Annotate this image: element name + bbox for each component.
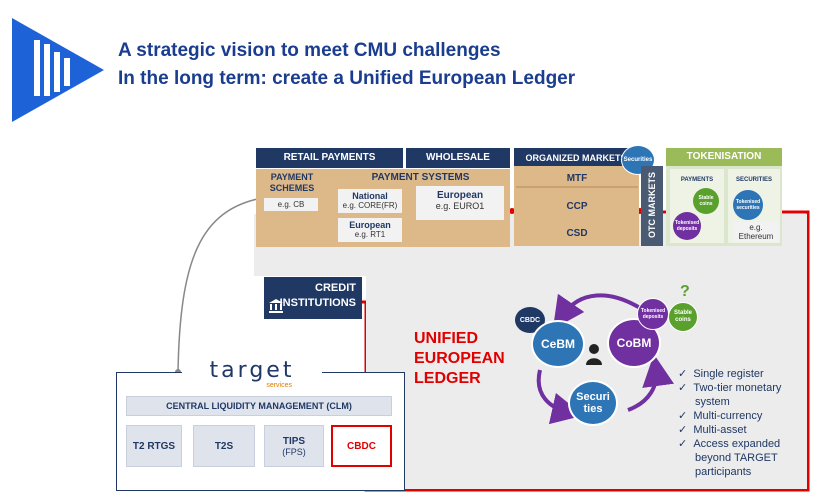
target-services-text: services	[266, 382, 292, 389]
organized-markets-header: ORGANIZED MARKETS	[514, 148, 638, 168]
check-item-cont: participants	[695, 466, 752, 478]
t2s-box: T2S	[193, 425, 255, 467]
cycle-securities-line-2: ties	[583, 403, 603, 415]
feature-checklist: ✓ Single register ✓ Two-tier monetary sy…	[678, 367, 781, 479]
tips-sub: (FPS)	[282, 446, 306, 457]
otc-markets-bar: OTC MARKETS	[641, 166, 663, 246]
cycle-securities: Securi ties	[568, 380, 618, 426]
national-box: National e.g. CORE(FR)	[338, 189, 402, 213]
payment-systems-label: PAYMENT SYSTEMS	[371, 172, 470, 183]
european-euro1-label: European	[436, 190, 484, 201]
mtf-box: MTF	[516, 169, 638, 188]
payment-schemes-eg: e.g. CB	[264, 198, 318, 211]
credit-line-2: INSTITUTIONS	[279, 297, 356, 309]
check-item-cont: beyond TARGET	[695, 452, 778, 464]
otc-markets-label: OTC MARKETS	[647, 172, 657, 238]
csd-box: CSD	[516, 224, 638, 243]
check-item: ✓ Two-tier monetary	[678, 382, 782, 394]
check-item: ✓ Multi-asset	[678, 424, 747, 436]
cycle-tokenised-deposits: Tokenised deposits	[637, 298, 669, 330]
cycle-cobm: CoBM	[607, 318, 661, 368]
cycle-cebm: CeBM	[531, 320, 585, 368]
target-logo-text: target	[209, 358, 295, 383]
title-line-1: A strategic vision to meet CMU challenge…	[118, 40, 501, 61]
check-item: ✓ Access expanded	[678, 438, 781, 450]
cycle-stable-coins: Stable coins	[668, 302, 698, 332]
tok-securities-label: SECURITIES	[735, 177, 772, 183]
clm-bar: CENTRAL LIQUIDITY MANAGEMENT (CLM)	[126, 396, 392, 416]
ledger-line-2: EUROPEAN	[414, 350, 505, 367]
ethereum-eg: e.g.	[749, 223, 763, 232]
european-euro1-eg: e.g. EURO1	[435, 201, 485, 211]
european-rt1-box: European e.g. RT1	[338, 218, 402, 242]
european-euro1-box: European e.g. EURO1	[416, 186, 504, 220]
t2-rtgs-box: T2 RTGS	[126, 425, 182, 467]
check-item: ✓ Single register	[678, 368, 764, 380]
bank-icon	[269, 299, 283, 313]
tokenisation-header: TOKENISATION	[666, 148, 782, 168]
check-item: ✓ Multi-currency	[678, 410, 763, 422]
european-rt1-eg: e.g. RT1	[354, 230, 386, 239]
wholesale-header: WHOLESALE	[406, 148, 510, 168]
check-item-cont: system	[695, 396, 730, 408]
tips-box: TIPS (FPS)	[264, 425, 324, 467]
tok-payments-label: PAYMENTS	[680, 177, 714, 183]
european-rt1-label: European	[349, 220, 391, 230]
retail-payments-header: RETAIL PAYMENTS	[256, 148, 403, 168]
stable-coins-circle: Stable coins	[693, 188, 719, 214]
person-icon	[586, 344, 602, 365]
unified-ledger-label: UNIFIED EUROPEAN LEDGER	[414, 329, 505, 389]
ccp-box: CCP	[516, 197, 638, 216]
ethereum-box: e.g. Ethereum	[733, 222, 779, 242]
question-mark: ?	[680, 283, 690, 300]
title-line-2: In the long term: create a Unified Europ…	[118, 68, 576, 89]
national-eg: e.g. CORE(FR)	[342, 201, 398, 210]
tokenised-securities-circle: Tokenised securities	[733, 190, 763, 220]
payment-schemes-label: PAYMENT SCHEMES	[269, 172, 315, 193]
ledger-line-3: LEDGER	[414, 370, 481, 387]
target-logo: target services	[182, 360, 322, 390]
cycle-arrows	[536, 293, 674, 425]
cycle-securities-line-1: Securi	[576, 391, 610, 403]
cbdc-box: CBDC	[331, 425, 392, 467]
ecb-logo-icon	[12, 18, 104, 122]
tips-label: TIPS	[282, 435, 306, 447]
credit-line-1: CREDIT	[315, 282, 356, 294]
national-label: National	[352, 191, 388, 201]
ethereum-label: Ethereum	[738, 232, 774, 241]
tokenised-deposits-circle: Tokenised deposits	[673, 212, 701, 240]
ledger-line-1: UNIFIED	[414, 330, 478, 347]
